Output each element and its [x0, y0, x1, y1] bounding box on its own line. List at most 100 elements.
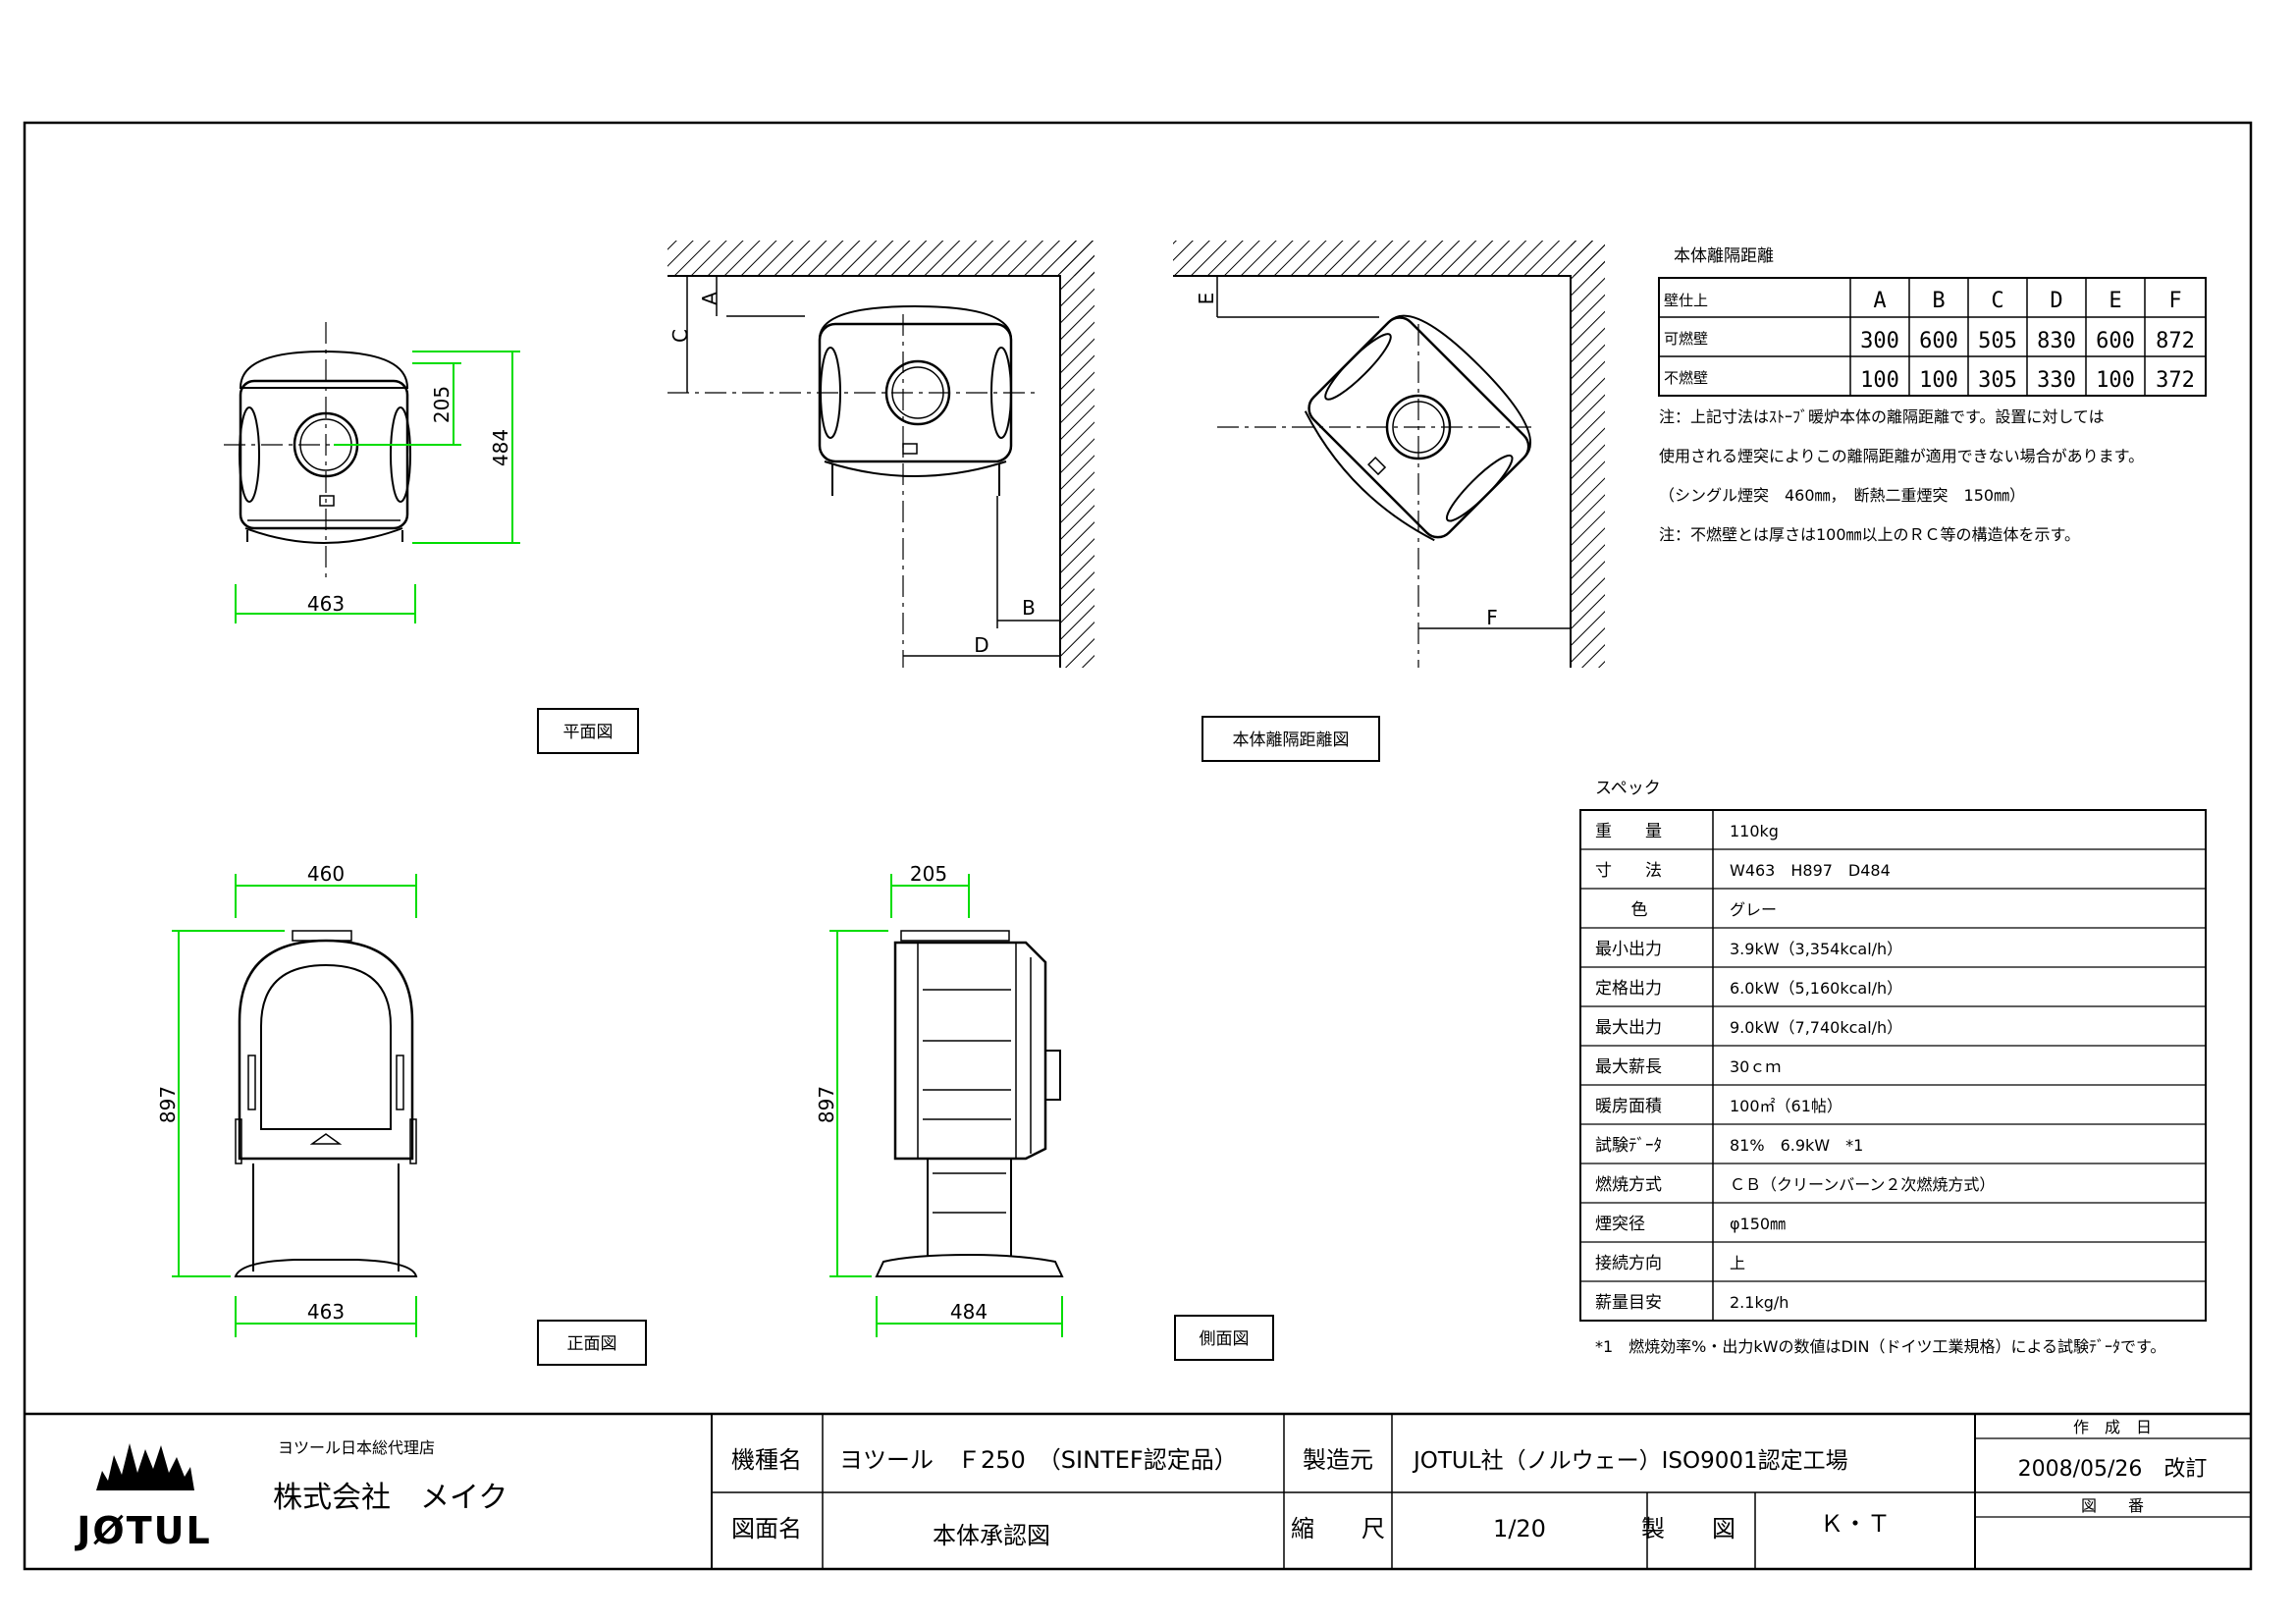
spec-label: 寸 法	[1595, 861, 1662, 881]
clearance-cell: 100	[1860, 368, 1899, 393]
clearance-table: 本体離隔距離 壁仕上 A B C D E F 可燃壁 300 600 505 8…	[1658, 246, 2207, 544]
drafter-value: Ｋ・Ｔ	[1820, 1510, 1891, 1538]
spec-label: 試験ﾃﾞｰﾀ	[1595, 1136, 1662, 1156]
clearance-view-label-box	[1201, 716, 1380, 762]
clearance-cell: 300	[1860, 329, 1899, 353]
spec-label: 接続方向	[1595, 1254, 1662, 1273]
spec-value: グレー	[1730, 900, 1777, 919]
flame-logo-icon	[96, 1443, 194, 1490]
side-view-label-box	[1174, 1315, 1274, 1361]
drawing-value: 本体承認図	[933, 1522, 1050, 1549]
clearance-cell: 872	[2156, 329, 2195, 353]
spec-footnote: *1 燃焼効率%・出力kWの数値はDIN（ドイツ工業規格）による試験ﾃﾞｰﾀです…	[1595, 1337, 2165, 1356]
jotul-logo: JØTUL	[74, 1443, 211, 1552]
model-value: ヨツール Ｆ250 （SINTEF認定品）	[839, 1446, 1238, 1474]
clearance-header-c: C	[1991, 289, 2003, 313]
spec-label: 最小出力	[1595, 940, 1662, 959]
scale-label: 縮 尺	[1291, 1515, 1385, 1542]
scale-value: 1/20	[1493, 1515, 1546, 1542]
clearance-table-title: 本体離隔距離	[1674, 246, 1774, 266]
side-view: 205 484 897	[815, 862, 1064, 1337]
spec-label: 最大出力	[1595, 1018, 1662, 1038]
spec-label: 重 量	[1595, 822, 1662, 841]
spec-title: スペック	[1595, 779, 1661, 798]
clearance-header-f: F	[2168, 289, 2181, 313]
clearance-cell: 600	[1919, 329, 1958, 353]
spec-value: 9.0kW（7,740kcal/h）	[1730, 1018, 1902, 1037]
spec-label: 燃焼方式	[1595, 1175, 1662, 1195]
spec-value: 30ｃｍ	[1730, 1057, 1781, 1076]
clearance-cell: 100	[2096, 368, 2135, 393]
plan-offset-dim: 205	[430, 386, 454, 423]
clearance-cell: 330	[2037, 368, 2076, 393]
spec-value: φ150㎜	[1730, 1215, 1786, 1233]
spec-value: ＣＢ（クリーンバーン２次燃焼方式）	[1730, 1175, 1995, 1194]
front-view: 460 463 897	[156, 862, 418, 1337]
spec-value: 110kg	[1730, 822, 1779, 840]
clearance-note: （シングル煙突 460㎜， 断熱二重煙突 150㎜）	[1659, 486, 2025, 505]
spec-value: 81% 6.9kW *1	[1730, 1136, 1863, 1155]
clearance-note: 注：不燃壁とは厚さは100㎜以上のＲＣ等の構造体を示す。	[1659, 525, 2080, 544]
clearance-view-label: 本体離隔距離図	[1233, 730, 1350, 750]
spec-table: スペック 重 量 110kg 寸 法 W463 H897 D484 色 グレー …	[1579, 779, 2207, 1356]
clearance-note: 使用される煙突によりこの離隔距離が適用できない場合があります。	[1659, 447, 2144, 465]
clearance-note: 注：上記寸法はｽﾄｰﾌﾞ暖炉本体の離隔距離です。設置に対しては	[1659, 407, 2105, 426]
side-depth-dim: 484	[950, 1300, 988, 1324]
clearance-row-noncombustible-label: 不燃壁	[1664, 369, 1708, 387]
plan-view-label-box	[537, 708, 639, 754]
clearance-letter-e: E	[1195, 293, 1218, 305]
clearance-header-a: A	[1873, 289, 1886, 313]
spec-label: 最大薪長	[1595, 1057, 1662, 1077]
front-height-dim: 897	[156, 1086, 180, 1123]
clearance-header-e: E	[2109, 289, 2121, 313]
company-name: 株式会社 メイク	[273, 1481, 507, 1515]
clearance-letter-d: D	[974, 633, 988, 657]
number-label: 図 番	[2081, 1496, 2144, 1515]
spec-value: 100㎡（61帖）	[1730, 1097, 1842, 1115]
plan-width-dim: 463	[307, 592, 345, 616]
spec-label: 薪量目安	[1595, 1293, 1662, 1313]
clearance-cell: 372	[2156, 368, 2195, 393]
clearance-header-d: D	[2050, 289, 2062, 313]
spec-value: 上	[1730, 1254, 1745, 1272]
clearance-letter-a: A	[698, 292, 721, 305]
maker-label: 製造元	[1303, 1446, 1373, 1474]
maker-value: JOTUL社（ノルウェー）ISO9001認定工場	[1412, 1448, 1848, 1474]
front-view-label: 正面図	[567, 1334, 617, 1354]
spec-label: 定格出力	[1595, 979, 1662, 999]
clearance-cell: 830	[2037, 329, 2076, 353]
clearance-row-combustible-label: 可燃壁	[1664, 330, 1708, 348]
clearance-cell: 600	[2096, 329, 2135, 353]
agent-label: ヨツール日本総代理店	[278, 1438, 435, 1457]
plan-depth-dim: 484	[489, 429, 512, 466]
side-height-dim: 897	[815, 1086, 838, 1123]
title-block: JØTUL ヨツール日本総代理店 株式会社 メイク 機種名 ヨツール Ｆ250 …	[25, 1412, 2251, 1569]
side-offset-dim: 205	[910, 862, 947, 886]
drafter-label: 製 図	[1641, 1515, 1735, 1542]
clearance-diagonal-view: E F	[1173, 241, 1605, 668]
clearance-cell: 305	[1978, 368, 2017, 393]
clearance-header-b: B	[1932, 289, 1945, 313]
spec-value: 3.9kW（3,354kcal/h）	[1730, 940, 1902, 958]
side-view-label: 側面図	[1200, 1329, 1250, 1349]
spec-label: 煙突径	[1595, 1215, 1645, 1234]
front-view-label-box	[537, 1320, 647, 1366]
clearance-letter-f: F	[1486, 606, 1498, 629]
clearance-cell: 505	[1978, 329, 2017, 353]
model-label: 機種名	[731, 1446, 802, 1474]
spec-label: 暖房面積	[1595, 1097, 1662, 1116]
spec-value: 6.0kW（5,160kcal/h）	[1730, 979, 1902, 998]
clearance-cell: 100	[1919, 368, 1958, 393]
front-bottom-width-dim: 463	[307, 1300, 345, 1324]
date-value: 2008/05/26 改訂	[2018, 1457, 2208, 1482]
clearance-letter-b: B	[1022, 596, 1036, 620]
clearance-header-wall: 壁仕上	[1664, 292, 1708, 309]
spec-value: W463 H897 D484	[1730, 861, 1891, 880]
plan-view: 463 484 205	[224, 322, 520, 623]
logo-text: JØTUL	[74, 1509, 211, 1552]
clearance-letter-c: C	[668, 329, 692, 343]
spec-label: 色	[1631, 900, 1648, 920]
spec-value: 2.1kg/h	[1730, 1293, 1789, 1312]
date-label: 作 成 日	[2073, 1418, 2152, 1436]
